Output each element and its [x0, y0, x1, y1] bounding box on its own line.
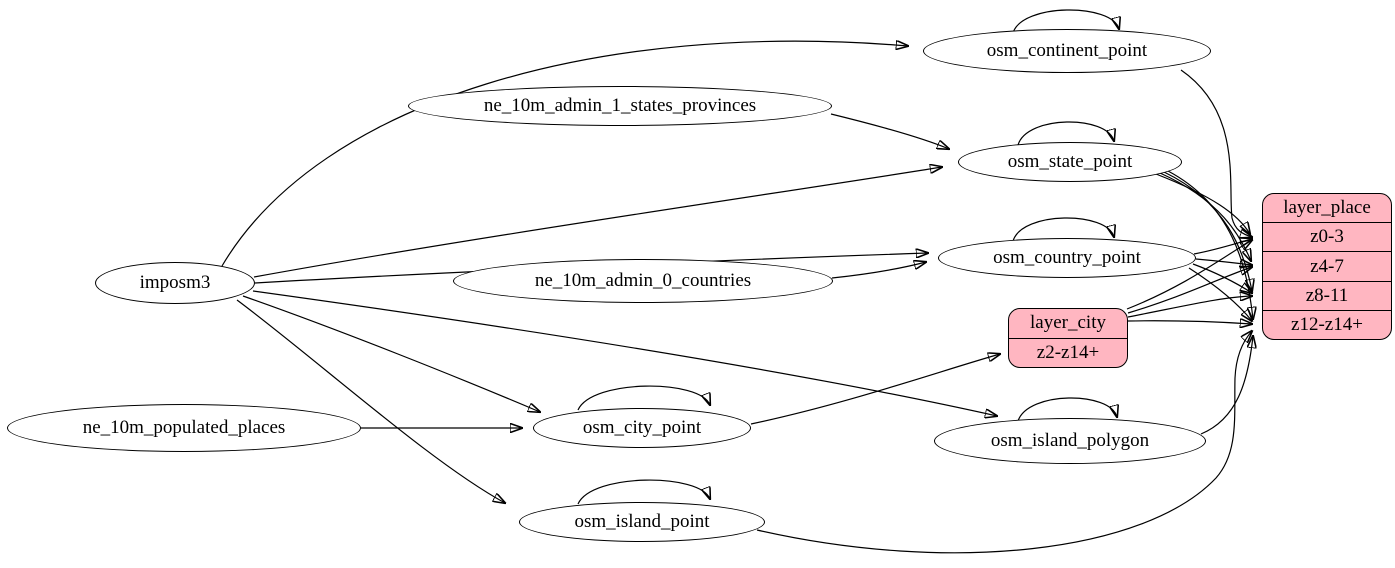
node-ne-10m-populated-places-label: ne_10m_populated_places: [82, 417, 286, 438]
node-imposm3-label: imposm3: [139, 272, 211, 293]
edge-osm-island-point-self-loop: [577, 479, 710, 505]
layer-place-row-z8-11: z8-11: [1263, 280, 1391, 310]
node-osm-island-point: osm_island_point: [519, 502, 765, 542]
edge-osm-island-polygon-layer-place-z12-z14: [1200, 336, 1253, 435]
edge-layer-city-layer-place-z12-z14: [1127, 321, 1252, 324]
layer-place-row-z12-z14: z12-z14+: [1263, 309, 1391, 339]
node-ne-10m-admin-1-states-provinces: ne_10m_admin_1_states_provinces: [408, 86, 832, 126]
edge-osm-state-point-layer-place-z12-z14: [1167, 170, 1253, 319]
edge-osm-island-point-layer-place-z12-z14: [756, 331, 1252, 554]
node-ne-10m-admin-0-countries: ne_10m_admin_0_countries: [453, 259, 833, 303]
edge-osm-city-point-self-loop: [577, 385, 710, 411]
edge-osm-country-point-self-loop: [1012, 217, 1114, 242]
edge-imposm3-osm-island-point: [236, 299, 505, 503]
node-ne-10m-admin-0-countries-label: ne_10m_admin_0_countries: [534, 270, 752, 291]
layer-place-row-z0-3: z0-3: [1263, 222, 1391, 251]
edge-imposm3-osm-island-polygon: [252, 290, 997, 416]
node-osm-island-point-label: osm_island_point: [574, 511, 710, 532]
edge-layer-city-layer-place-z4-7: [1127, 267, 1252, 314]
node-layer-place: layer_place z0-3 z4-7 z8-11 z12-z14+: [1262, 193, 1392, 340]
layer-place-title: layer_place: [1283, 197, 1371, 219]
layer-city-row-z2-z14: z2-z14+: [1009, 337, 1127, 368]
node-osm-country-point: osm_country_point: [938, 238, 1196, 278]
layer-place-row-z4-7: z4-7: [1263, 251, 1391, 280]
node-layer-city: layer_city z2-z14+: [1008, 308, 1128, 368]
edge-osm-country-point-layer-place-z4-7: [1195, 258, 1252, 265]
edge-osm-state-point-layer-place-z4-7: [1159, 172, 1251, 261]
node-ne-10m-admin-1-states-provinces-label: ne_10m_admin_1_states_provinces: [483, 95, 757, 116]
edge-ne-10m-admin-1-osm-state-point: [830, 113, 949, 149]
edge-imposm3-osm-city-point: [242, 295, 540, 412]
edge-osm-state-point-self-loop: [1017, 121, 1114, 146]
edge-osm-continent-point-self-loop: [1012, 9, 1119, 34]
node-osm-state-point: osm_state_point: [958, 142, 1182, 182]
edge-osm-city-point-layer-city-z2-z14: [750, 354, 1000, 425]
node-osm-island-polygon: osm_island_polygon: [934, 418, 1206, 464]
node-ne-10m-populated-places: ne_10m_populated_places: [7, 404, 361, 452]
edge-imposm3-osm-continent-point: [221, 41, 908, 267]
edge-osm-state-point-layer-place-z8-11: [1163, 171, 1252, 291]
node-imposm3: imposm3: [95, 262, 255, 304]
edge-osm-island-polygon-self-loop: [1017, 397, 1117, 422]
edge-osm-country-point-layer-place-z8-11: [1192, 263, 1252, 293]
node-osm-country-point-label: osm_country_point: [993, 247, 1141, 268]
edge-ne-10m-admin-0-osm-country-point: [831, 262, 926, 279]
node-osm-continent-point-label: osm_continent_point: [986, 40, 1148, 61]
layer-city-title: layer_city: [1030, 312, 1106, 334]
edge-layer-city-layer-place-z8-11: [1127, 296, 1252, 318]
node-osm-continent-point: osm_continent_point: [923, 29, 1211, 73]
node-osm-state-point-label: osm_state_point: [1007, 151, 1133, 172]
edge-osm-state-point-layer-place-z0-3: [1155, 173, 1250, 234]
edge-osm-country-point-layer-place-z0-3: [1193, 239, 1252, 255]
edge-imposm3-osm-state-point: [253, 167, 942, 278]
node-osm-island-polygon-label: osm_island_polygon: [990, 430, 1150, 451]
node-osm-city-point-label: osm_city_point: [582, 417, 702, 438]
edge-osm-country-point-layer-place-z12-z14: [1188, 267, 1252, 321]
node-osm-city-point: osm_city_point: [533, 408, 751, 448]
